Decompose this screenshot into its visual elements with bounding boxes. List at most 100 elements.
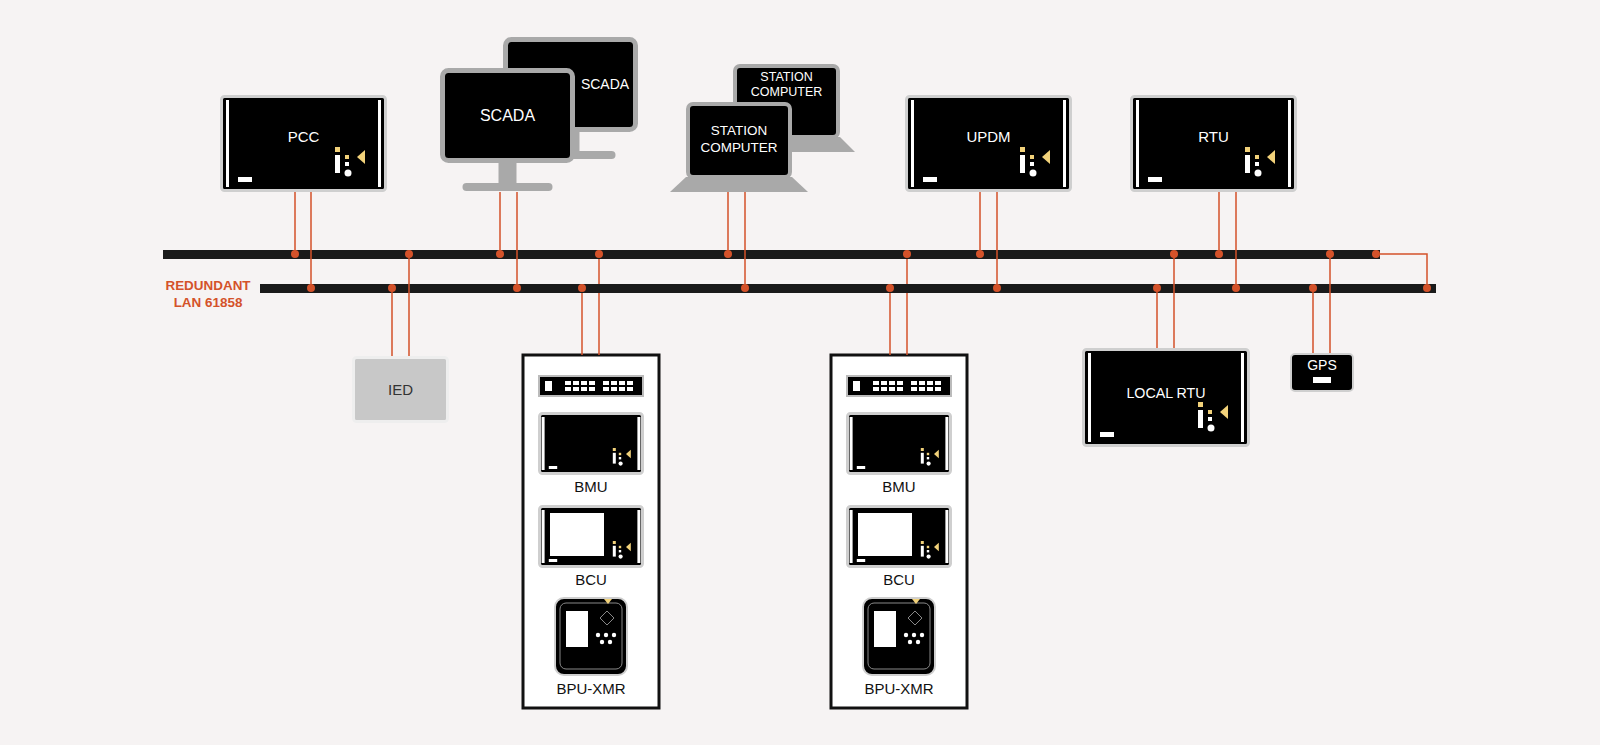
device-led: [549, 466, 557, 469]
junction-dot: [1153, 284, 1161, 292]
rack-rail: [945, 417, 948, 470]
rack-wires: [582, 254, 1427, 355]
rack-wire: [598, 254, 600, 355]
rack-rail: [637, 417, 640, 470]
junction-dot: [1372, 250, 1380, 258]
node-label: BMU: [882, 478, 915, 496]
switch-port: [581, 381, 587, 385]
device-drawing: [440, 68, 575, 192]
switch-port: [581, 387, 587, 391]
status-icon: [335, 147, 365, 177]
switch-port: [897, 381, 903, 385]
monitor-screen: [443, 71, 573, 161]
text-area: RTU: [1130, 95, 1297, 179]
rack-wire: [581, 288, 583, 355]
device-body: [907, 97, 1071, 191]
text-area: SCADA: [575, 37, 635, 132]
status-icon: [613, 541, 631, 559]
switch-port: [619, 387, 625, 391]
rack-rail: [1063, 100, 1066, 187]
switch-port: [603, 381, 609, 385]
node-label: RTU: [1198, 128, 1229, 146]
node-label: BCU: [575, 571, 607, 589]
device-unit: UPDM: [905, 95, 1072, 192]
lan-bus-node: REDUNDANT LAN 61858: [158, 250, 1440, 312]
text-area: STATION COMPUTER: [729, 68, 844, 102]
junction-dot: [496, 250, 504, 258]
junction-dot: [1423, 284, 1431, 292]
lan-bus-a: [163, 250, 1380, 259]
switch-port: [935, 387, 941, 391]
switch-port: [911, 387, 917, 391]
junction-dot: [886, 284, 894, 292]
rack-rail: [1088, 353, 1091, 442]
junction-dot: [976, 250, 984, 258]
text-area: PCC: [220, 95, 387, 179]
device-led: [1100, 432, 1114, 437]
switch-port: [589, 387, 595, 391]
lan-connector: [980, 192, 997, 288]
status-icon: [1020, 147, 1050, 177]
junction-dot: [1232, 284, 1240, 292]
bpu-device: BPU-XMR: [846, 597, 952, 698]
bpu-device: BPU-XMR: [538, 597, 644, 698]
status-icon: [613, 448, 631, 466]
node-label: LOCAL RTU: [1126, 385, 1205, 402]
node-label: STATION COMPUTER: [682, 123, 796, 155]
switch-port: [889, 381, 895, 385]
device-led: [1148, 177, 1162, 182]
text-area: BMU: [846, 477, 952, 496]
switch-port: [627, 381, 633, 385]
junction-dot: [388, 284, 396, 292]
rack-rail: [542, 417, 545, 470]
switch-port: [919, 381, 925, 385]
node-label: STATION COMPUTER: [729, 70, 844, 100]
bpu-device: [555, 598, 627, 675]
rack-enclosure: [831, 355, 967, 708]
bcu-unit: BCU: [538, 505, 644, 589]
node-label: PCC: [288, 128, 320, 146]
switch-port: [573, 381, 579, 385]
device-unit: RTU: [1130, 95, 1297, 192]
switch-body: [847, 376, 951, 396]
device-led: [923, 177, 937, 182]
switch-port: [881, 381, 887, 385]
junction-dot: [1309, 284, 1317, 292]
text-area: BMU: [538, 477, 644, 496]
device-led: [857, 466, 865, 469]
node-label: UPDM: [966, 128, 1010, 146]
lan-connector: [500, 192, 517, 288]
gps-led: [1313, 377, 1331, 383]
lan-connector: [1157, 254, 1174, 348]
junction-dot: [513, 284, 521, 292]
monitor-neck: [499, 163, 517, 184]
device-body: [222, 97, 386, 191]
monitor: SCADA: [440, 68, 575, 192]
rack-rail: [1241, 353, 1244, 442]
switch-port: [619, 381, 625, 385]
bus-loop-wire: [1376, 254, 1427, 288]
rack-rail: [226, 100, 229, 187]
text-area: BPU-XMR: [846, 679, 952, 698]
rack-wire: [906, 254, 908, 355]
junction-dot: [1170, 250, 1178, 258]
device-led: [549, 559, 557, 562]
node-label: REDUNDANT LAN 61858: [154, 278, 262, 310]
node-label: SCADA: [480, 106, 535, 125]
switch-port: [589, 381, 595, 385]
lan-connector: [295, 192, 311, 288]
rack-rail: [850, 510, 853, 563]
text-area: SCADA: [440, 68, 575, 163]
text-area: REDUNDANT LAN 61858: [154, 277, 262, 312]
node-label: BMU: [574, 478, 607, 496]
switch-led: [853, 381, 860, 391]
status-icon: [1198, 402, 1228, 432]
lan-connector: [392, 254, 409, 356]
junction-dot: [903, 250, 911, 258]
switch-body: [539, 376, 643, 396]
ied-box: IED: [352, 356, 449, 423]
switch-port: [927, 387, 933, 391]
device-led: [238, 177, 252, 182]
device-body: [1084, 350, 1249, 446]
node-label: BCU: [883, 571, 915, 589]
